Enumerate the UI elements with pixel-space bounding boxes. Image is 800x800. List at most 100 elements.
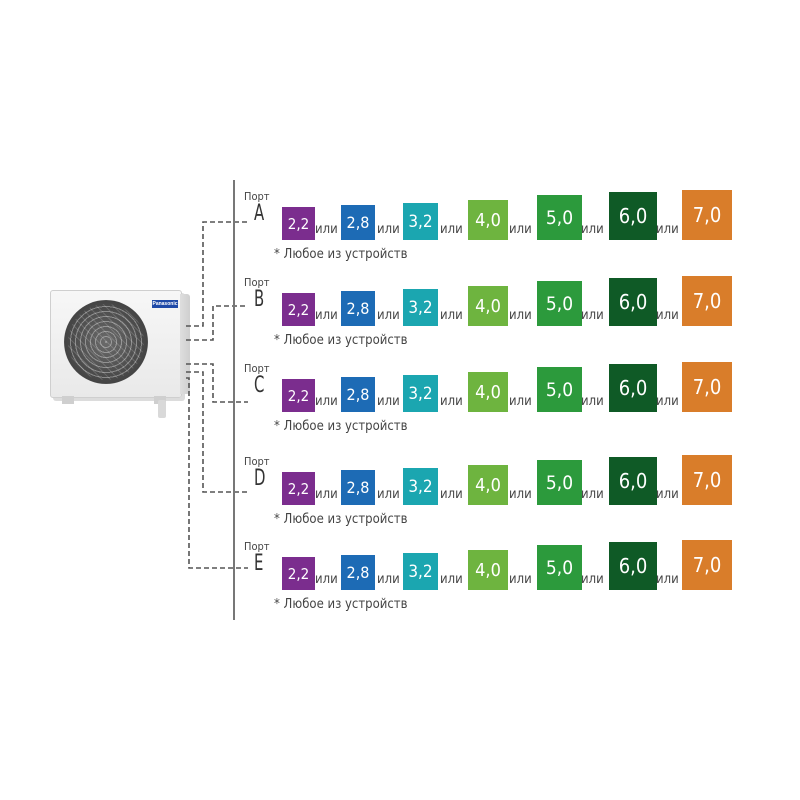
device-box: 4,0 bbox=[468, 372, 508, 412]
device-box: 3,2 bbox=[403, 203, 438, 240]
separator-label: или bbox=[656, 572, 679, 587]
device-box: 2,8 bbox=[341, 377, 375, 412]
brand-logo: Panasonic bbox=[152, 300, 178, 308]
device-box: 5,0 bbox=[537, 195, 582, 240]
device-box: 2,8 bbox=[341, 205, 375, 240]
device-box: 6,0 bbox=[609, 457, 657, 505]
separator-label: или bbox=[581, 487, 604, 502]
unit-foot-left bbox=[62, 396, 74, 404]
device-box: 5,0 bbox=[537, 367, 582, 412]
device-box: 5,0 bbox=[537, 545, 582, 590]
port-letter-e: E bbox=[254, 551, 264, 576]
outdoor-unit-side bbox=[180, 294, 190, 394]
device-box: 2,8 bbox=[341, 291, 375, 326]
connection-line-a bbox=[186, 221, 248, 327]
device-box: 6,0 bbox=[609, 278, 657, 326]
port-letter-c: C bbox=[254, 373, 265, 398]
device-box: 7,0 bbox=[682, 540, 732, 590]
separator-label: или bbox=[581, 394, 604, 409]
port-label: Порт bbox=[244, 362, 270, 375]
separator-label: или bbox=[509, 572, 532, 587]
separator-label: или bbox=[377, 572, 400, 587]
pipe-stub bbox=[158, 400, 166, 418]
device-box: 7,0 bbox=[682, 276, 732, 326]
device-box: 4,0 bbox=[468, 465, 508, 505]
separator-label: или bbox=[656, 394, 679, 409]
device-box: 2,2 bbox=[282, 379, 315, 412]
separator-label: или bbox=[509, 487, 532, 502]
device-box: 7,0 bbox=[682, 362, 732, 412]
device-box: 4,0 bbox=[468, 550, 508, 590]
connection-line-b bbox=[186, 305, 248, 341]
device-box: 4,0 bbox=[468, 286, 508, 326]
separator-label: или bbox=[440, 222, 463, 237]
divider-line bbox=[233, 180, 235, 620]
outdoor-unit: Panasonic bbox=[50, 290, 190, 418]
device-box: 2,2 bbox=[282, 557, 315, 590]
port-label: Порт bbox=[244, 190, 270, 203]
separator-label: или bbox=[656, 487, 679, 502]
separator-label: или bbox=[315, 487, 338, 502]
port-letter-b: B bbox=[254, 287, 265, 312]
fan-icon bbox=[64, 300, 148, 384]
separator-label: или bbox=[509, 222, 532, 237]
separator-label: или bbox=[581, 308, 604, 323]
separator-label: или bbox=[440, 572, 463, 587]
device-box: 3,2 bbox=[403, 375, 438, 412]
device-box: 6,0 bbox=[609, 542, 657, 590]
separator-label: или bbox=[377, 487, 400, 502]
separator-label: или bbox=[315, 572, 338, 587]
device-box: 5,0 bbox=[537, 281, 582, 326]
note-text: * Любое из устройств bbox=[274, 597, 408, 612]
separator-label: или bbox=[377, 222, 400, 237]
separator-label: или bbox=[315, 308, 338, 323]
separator-label: или bbox=[656, 308, 679, 323]
port-label: Порт bbox=[244, 540, 270, 553]
note-text: * Любое из устройств bbox=[274, 419, 408, 434]
device-box: 2,2 bbox=[282, 207, 315, 240]
port-letter-a: A bbox=[254, 201, 265, 226]
device-box: 3,2 bbox=[403, 553, 438, 590]
device-box: 6,0 bbox=[609, 192, 657, 240]
connection-line-e bbox=[186, 377, 248, 569]
port-letter-d: D bbox=[254, 466, 266, 491]
separator-label: или bbox=[315, 222, 338, 237]
separator-label: или bbox=[440, 487, 463, 502]
device-box: 2,2 bbox=[282, 293, 315, 326]
port-label: Порт bbox=[244, 276, 270, 289]
separator-label: или bbox=[509, 394, 532, 409]
separator-label: или bbox=[377, 308, 400, 323]
separator-label: или bbox=[440, 394, 463, 409]
device-box: 6,0 bbox=[609, 364, 657, 412]
connection-line-d bbox=[186, 371, 248, 493]
connection-line-c bbox=[186, 363, 248, 403]
separator-label: или bbox=[377, 394, 400, 409]
note-text: * Любое из устройств bbox=[274, 247, 408, 262]
device-box: 5,0 bbox=[537, 460, 582, 505]
device-box: 3,2 bbox=[403, 468, 438, 505]
device-box: 2,2 bbox=[282, 472, 315, 505]
separator-label: или bbox=[509, 308, 532, 323]
device-box: 2,8 bbox=[341, 470, 375, 505]
port-label: Порт bbox=[244, 455, 270, 468]
device-box: 4,0 bbox=[468, 200, 508, 240]
device-box: 2,8 bbox=[341, 555, 375, 590]
separator-label: или bbox=[315, 394, 338, 409]
note-text: * Любое из устройств bbox=[274, 333, 408, 348]
separator-label: или bbox=[581, 572, 604, 587]
device-box: 3,2 bbox=[403, 289, 438, 326]
device-box: 7,0 bbox=[682, 455, 732, 505]
separator-label: или bbox=[581, 222, 604, 237]
note-text: * Любое из устройств bbox=[274, 512, 408, 527]
device-box: 7,0 bbox=[682, 190, 732, 240]
fan-grille bbox=[68, 304, 144, 380]
separator-label: или bbox=[440, 308, 463, 323]
separator-label: или bbox=[656, 222, 679, 237]
